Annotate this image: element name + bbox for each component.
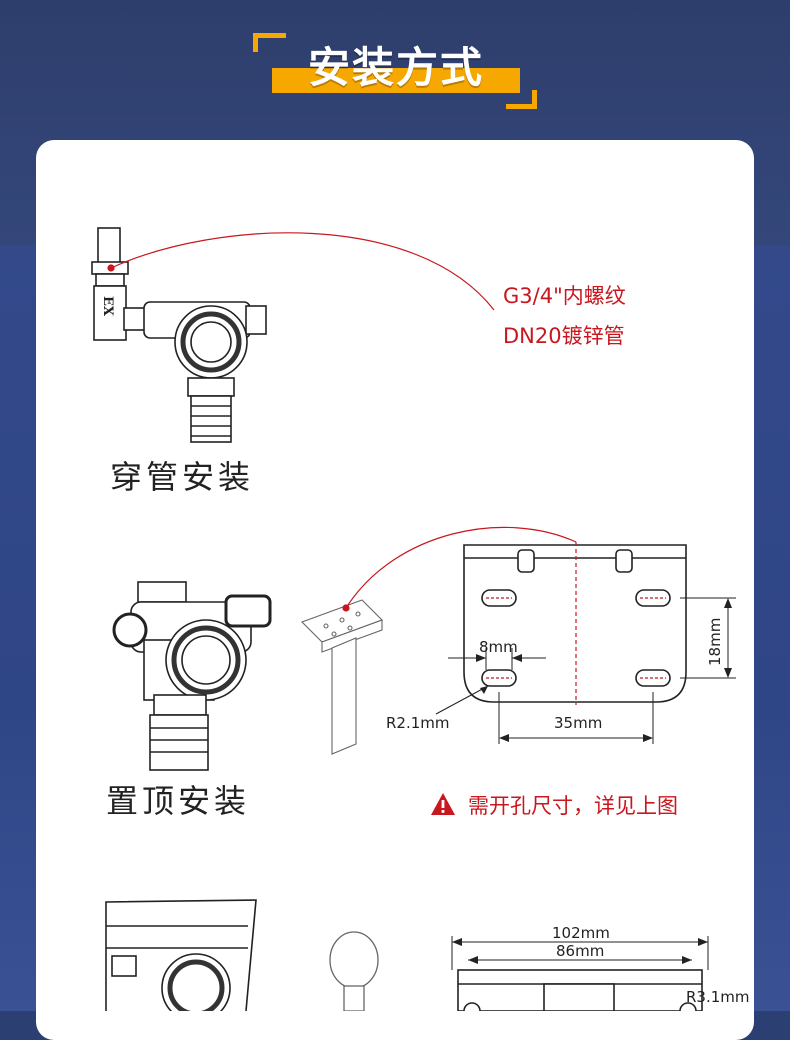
ex-badge: EX [100,296,115,316]
ceiling-install-caption: 置顶安装 [106,782,251,820]
vertical-spacing-dimension: 18mm [706,617,724,666]
slot-width-dimension: 8mm [479,638,518,656]
warning-triangle-icon [431,793,455,815]
title-highlight-bar [272,68,520,93]
corner-bracket-bottom-right [506,90,537,109]
installation-diagrams [91,227,736,1011]
hole-spacing-dimension: 35mm [554,714,603,732]
ceiling-mounted-detector-drawing [112,581,272,771]
corner-radius-dimension: R3.1mm [686,988,750,1006]
radius-dimension: R2.1mm [386,714,450,732]
pipe-spec-note: DN20镀锌管 [503,324,625,348]
wall-bracket-plan-drawing [451,936,709,1011]
thread-spec-note: G3/4"内螺纹 [503,284,626,308]
bracket-isometric-drawing [301,599,383,755]
section-header: 安装方式 [250,28,540,112]
pipe-install-caption: 穿管安装 [110,458,255,496]
section-title: 安装方式 [307,43,484,92]
pipe-mounted-detector-drawing [91,227,267,443]
wall-mounted-detector-drawing [105,899,379,1011]
bracket-callout-line [345,526,577,609]
warning-text: 需开孔尺寸，详见上图 [468,794,678,818]
inner-width-dimension: 86mm [556,942,605,960]
pipe-callout-line [110,232,495,311]
outer-width-dimension: 102mm [552,924,610,942]
content-card: EX G3/4"内螺纹 DN20镀锌管 穿管安装 置顶安装 8mm R2.1mm… [36,140,754,1040]
corner-bracket-top-left [253,33,286,52]
bracket-plan-drawing [435,544,736,744]
